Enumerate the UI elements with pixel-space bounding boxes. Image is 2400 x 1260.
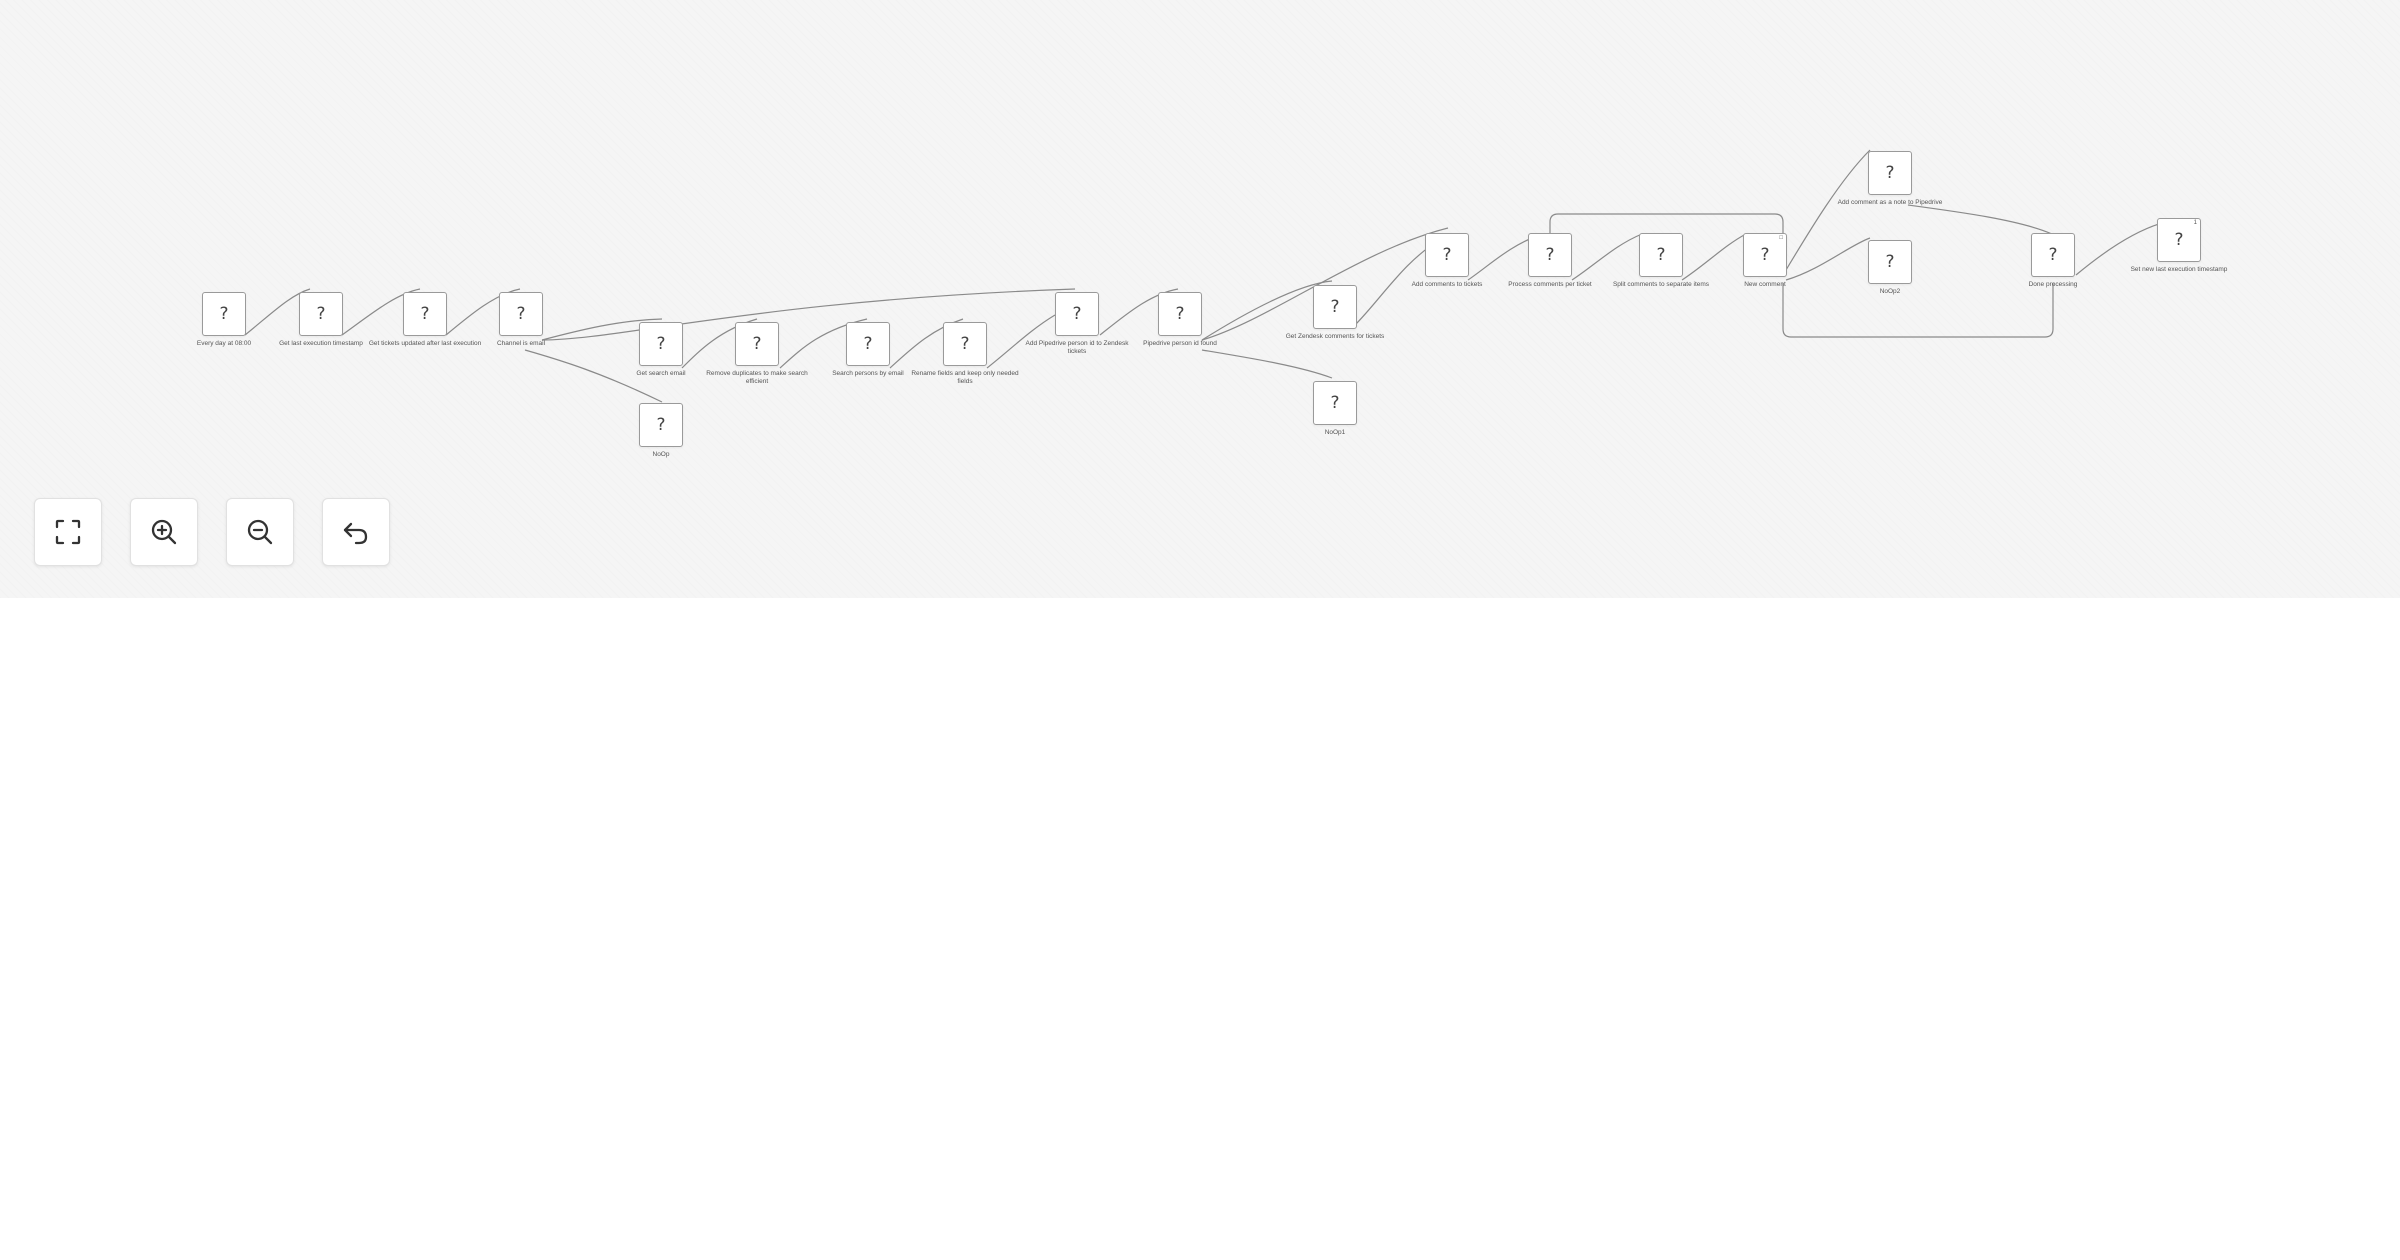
node-box[interactable]: ? [2031, 233, 2075, 277]
node-label: Set new last execution timestamp [2130, 266, 2228, 273]
node-box[interactable]: ? [1528, 233, 1572, 277]
connection-edge [986, 314, 1056, 369]
node-box[interactable]: ?1 [2157, 218, 2201, 262]
unknown-node-icon: ? [1760, 244, 1770, 265]
unknown-node-icon: ? [2174, 229, 2184, 250]
connection-edge [524, 349, 663, 403]
connection-edge [1785, 149, 1871, 271]
connection-edge [1681, 233, 1747, 281]
unknown-node-icon: ? [1330, 296, 1340, 317]
fit-to-view-icon [55, 519, 81, 545]
fit-to-view-button[interactable] [34, 498, 102, 566]
unknown-node-icon: ? [516, 303, 526, 324]
node-label: Get search email [636, 370, 686, 377]
unknown-node-icon: ? [316, 303, 326, 324]
node-box[interactable]: ? [639, 322, 683, 366]
node-label: Search persons by email [832, 370, 904, 377]
unknown-node-icon: ? [656, 333, 666, 354]
node-label: Get Zendesk comments for tickets [1285, 333, 1385, 340]
node-box[interactable]: ? [1639, 233, 1683, 277]
node-label: Rename fields and keep only needed field… [911, 370, 1019, 385]
node-box[interactable]: ? [1313, 381, 1357, 425]
node-box[interactable]: ? [1055, 292, 1099, 336]
connection-edge [445, 288, 521, 336]
connection-edge [1099, 288, 1179, 336]
node-label: Every day at 08:00 [196, 340, 252, 347]
node-label: Add Pipedrive person id to Zendesk ticke… [1025, 340, 1129, 355]
node-badge: 1 [2193, 220, 2197, 226]
node-label: NoOp [652, 451, 670, 458]
unknown-node-icon: ? [960, 333, 970, 354]
node-label: Add comments to tickets [1411, 281, 1483, 288]
unknown-node-icon: ? [219, 303, 229, 324]
unknown-node-icon: ? [1072, 303, 1082, 324]
zoom-out-icon [247, 519, 273, 545]
node-label: Pipedrive person id found [1143, 340, 1217, 347]
node-label: NoOp1 [1324, 429, 1346, 436]
connection-edge [1782, 283, 2054, 338]
node-box[interactable]: ? [735, 322, 779, 366]
node-label: Channel is email [496, 340, 546, 347]
node-label: Split comments to separate items [1612, 281, 1710, 288]
connection-edge [1785, 237, 1871, 281]
unknown-node-icon: ? [752, 333, 762, 354]
zoom-out-button[interactable] [226, 498, 294, 566]
unknown-node-icon: ? [1885, 162, 1895, 183]
connection-edge [1201, 349, 1333, 379]
connection-edge [1549, 213, 1784, 236]
zoom-in-button[interactable] [130, 498, 198, 566]
node-label: Remove duplicates to make search efficie… [706, 370, 808, 385]
node-box[interactable]: ? [943, 322, 987, 366]
connection-edge [341, 288, 421, 336]
node-badge: □ [1779, 235, 1783, 241]
node-box[interactable]: ? [1425, 233, 1469, 277]
node-box[interactable]: ? [1158, 292, 1202, 336]
node-box[interactable]: ? [299, 292, 343, 336]
node-box[interactable]: ? [1868, 151, 1912, 195]
node-box[interactable]: ? [1313, 285, 1357, 329]
undo-icon [343, 522, 368, 545]
unknown-node-icon: ? [1656, 244, 1666, 265]
connection-edge [244, 288, 311, 336]
node-label: Get tickets updated after last execution [368, 340, 482, 347]
unknown-node-icon: ? [1545, 244, 1555, 265]
connection-edge [1907, 204, 2053, 235]
node-box[interactable]: ? [846, 322, 890, 366]
reset-zoom-button[interactable] [322, 498, 390, 566]
node-label: Get last execution timestamp [279, 340, 363, 347]
node-label: Done processing [2028, 281, 2078, 288]
node-box[interactable]: ? [639, 403, 683, 447]
unknown-node-icon: ? [1330, 392, 1340, 413]
unknown-node-icon: ? [2048, 244, 2058, 265]
node-box[interactable]: ? [202, 292, 246, 336]
connection-edge [1571, 233, 1643, 281]
node-label: Process comments per ticket [1508, 281, 1592, 288]
node-box[interactable]: ?□ [1743, 233, 1787, 277]
connection-edge [541, 318, 663, 341]
unknown-node-icon: ? [863, 333, 873, 354]
unknown-node-icon: ? [420, 303, 430, 324]
node-box[interactable]: ? [403, 292, 447, 336]
unknown-node-icon: ? [1885, 251, 1895, 272]
node-label: New comment [1744, 281, 1786, 288]
node-label: NoOp2 [1879, 288, 1901, 295]
connection-edge [541, 288, 1076, 341]
node-box[interactable]: ? [499, 292, 543, 336]
connection-edge [1201, 227, 1449, 341]
zoom-in-icon [151, 519, 177, 545]
unknown-node-icon: ? [656, 414, 666, 435]
workflow-canvas[interactable]: ? Every day at 08:00 ? Get last executio… [0, 0, 2400, 598]
node-box[interactable]: ? [1868, 240, 1912, 284]
unknown-node-icon: ? [1442, 244, 1452, 265]
unknown-node-icon: ? [1175, 303, 1185, 324]
node-label: Add comment as a note to Pipedrive [1837, 199, 1943, 206]
